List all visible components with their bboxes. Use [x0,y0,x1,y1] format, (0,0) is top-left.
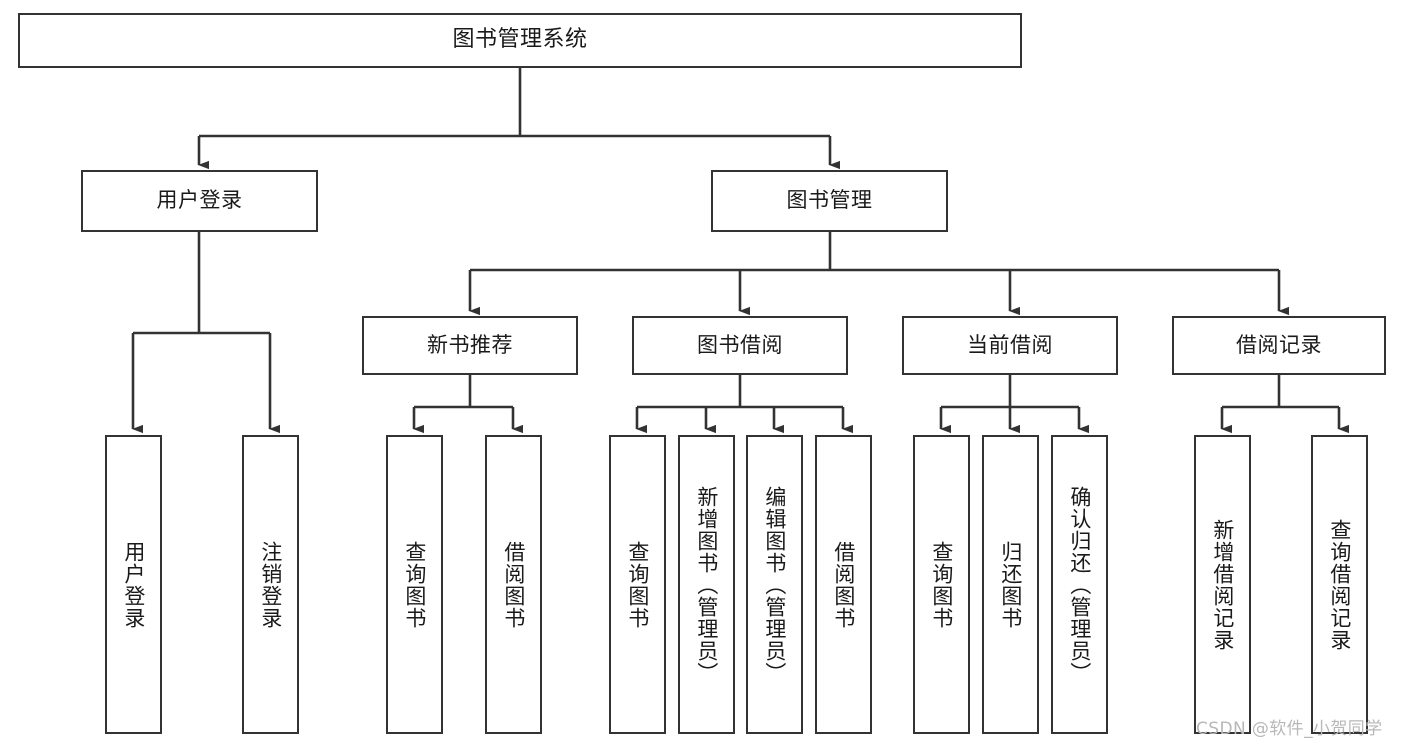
node-book-borrow[interactable]: 图书借阅 [632,316,848,375]
leaf-new-book-query-books[interactable]: 查询图书 [386,435,443,734]
leaf-book-borrow-add-book-admin[interactable]: 新增图书（管理员） [678,435,735,734]
leaf-borrow-record-query-record[interactable]: 查询借阅记录 [1311,435,1368,734]
leaf-user-login-login[interactable]: 用户登录 [105,435,162,734]
leaf-book-borrow-borrow-books[interactable]: 借阅图书 [815,435,872,734]
leaf-new-book-borrow-books[interactable]: 借阅图书 [485,435,542,734]
node-current-borrow[interactable]: 当前借阅 [902,316,1118,375]
node-user-login[interactable]: 用户登录 [81,170,318,232]
leaf-borrow-record-add-record[interactable]: 新增借阅记录 [1194,435,1251,734]
leaf-current-borrow-query-books[interactable]: 查询图书 [913,435,970,734]
leaf-book-borrow-edit-book-admin[interactable]: 编辑图书（管理员） [746,435,803,734]
leaf-book-borrow-query-books[interactable]: 查询图书 [609,435,666,734]
leaf-current-borrow-return-books[interactable]: 归还图书 [982,435,1039,734]
node-book-management[interactable]: 图书管理 [711,170,948,232]
csdn-watermark: CSDN @软件_小贺同学 [1196,719,1383,739]
node-root-book-management-system[interactable]: 图书管理系统 [18,13,1022,68]
leaf-user-login-logout[interactable]: 注销登录 [242,435,299,734]
node-borrow-record[interactable]: 借阅记录 [1172,316,1386,375]
node-new-book-recommendation[interactable]: 新书推荐 [362,316,578,375]
leaf-current-borrow-confirm-return-admin[interactable]: 确认归还（管理员） [1051,435,1108,734]
